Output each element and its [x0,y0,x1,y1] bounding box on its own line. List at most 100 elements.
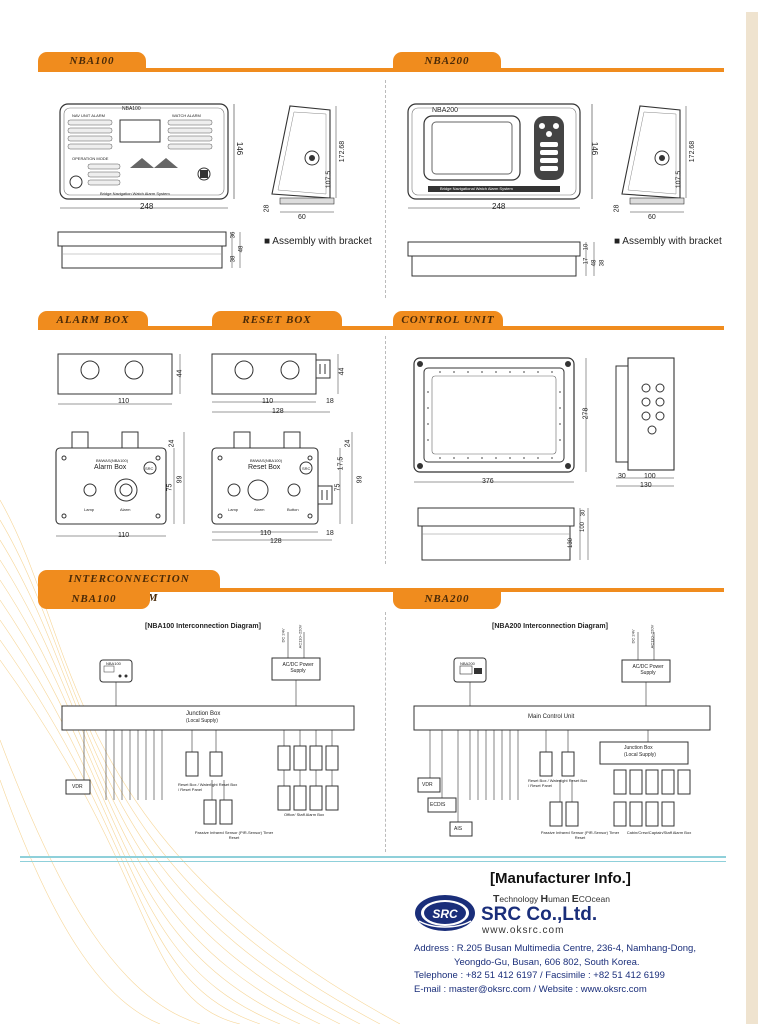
nba100-footer: Bridge Navigation Watch Alarm System [100,191,170,196]
nba100-junction-sub: (Local Supply) [186,718,218,724]
tagline-part-3: COcean [578,894,610,904]
nba100-label-left: NAV UNIT ALARM [72,113,105,118]
reset-box-label-lamp: Lamp [228,507,239,512]
control-unit-dim-30: 30 [618,473,626,480]
reset-box-label-alarm: Alarm [254,507,265,512]
control-unit-dim-100: 100 [644,473,656,480]
control-unit-bottom-dim-100: 100 [580,521,587,533]
email-line: E-mail : master@oksrc.com / Website : ww… [414,983,647,995]
nba100-side-dim-1: 172.68 [339,140,347,163]
nba100-reset-box-label: Reset Box / Waterlight Reset Box / Reset… [178,782,238,792]
nba200-diagram-title: [NBA200 Interconnection Diagram] [492,623,608,630]
control-unit-bottom-drawing [414,504,594,566]
manufacturer-tagline: Technology Human ECOcean [493,893,610,905]
nba100-panel-title: NBA100 [122,106,141,112]
nba100-front-drawing [50,100,240,215]
tagline-letter-h: H [540,893,549,905]
nba200-power-supply: AC/DC Power Supply [632,664,664,676]
nba200-interconnection-drawing [408,630,720,850]
nba100-side-dim-4: 28 [263,204,271,213]
tab-control-unit: CONTROL UNIT [393,311,503,330]
tab-reset-box: RESET BOX [212,311,342,330]
tagline-part-2: uman [548,894,572,904]
reset-box-dim-front-110: 110 [260,530,272,537]
alarm-box-dim-24: 24 [168,439,176,448]
reset-box-dim-99: 99 [356,475,364,484]
control-unit-dim-278: 278 [582,407,590,420]
nba200-bottom-dim-1: 10 [583,243,590,251]
nba200-junction-box: Junction Box [624,745,653,751]
nba100-junction-box: Junction Box [186,711,221,717]
address-line-1: Address : R.205 Busan Multimedia Centre,… [414,943,696,954]
divider-middle [385,336,386,564]
reset-box-badge: SRC [302,466,311,471]
nba200-panel-title: NBA200 [432,107,459,114]
nba200-reset-box-label: Reset Box / Waterlight Reset Box / Reset… [528,778,588,788]
control-unit-bottom-dim-30: 30 [580,509,587,517]
address-line-2: Yeongdo-Gu, Busan, 606 802, South Korea. [454,956,640,968]
tab-interconnection: INTERCONNECTION DIAGRAM [38,570,220,604]
nba100-interconnection-drawing [56,630,366,850]
nba200-side-drawing [612,102,702,222]
nba100-diagram-title: [NBA100 Interconnection Diagram] [145,623,261,630]
control-unit-side-drawing [612,352,692,492]
decorative-waves [0,499,400,1024]
reset-box-dim-110: 110 [262,398,274,405]
nba200-diagram-unit: NBA200 [460,661,475,666]
reset-box-dim-24: 24 [344,439,352,448]
nba200-bottom-drawing [406,238,606,288]
nba100-op-mode: OPERATION MODE [72,156,109,161]
nba100-bottom-drawing [56,228,256,278]
nba100-diagram-unit: NBA100 [106,661,121,666]
nba100-power-dc: DC 24V [280,628,286,643]
control-unit-dim-130: 130 [640,482,652,489]
alarm-box-top-drawing [54,350,194,412]
telephone-line: Telephone : +82 51 412 6197 / Facsimile … [414,970,665,981]
alarm-box-front-drawing [50,428,200,546]
nba200-power-dc: DC 24V [630,629,636,644]
alarm-box-title: Alarm Box [94,464,127,471]
nba100-dim-height: 146 [235,141,245,156]
middle-rule [38,326,724,330]
nba200-footer: Bridge Navigational Watch Alarm System [440,186,513,191]
nba200-vdr: VDR [422,782,433,788]
tab-alarm-box: ALARM BOX [38,311,148,330]
nba100-bottom-dim-1: 36 [230,231,237,239]
teal-rule-2 [20,861,726,862]
reset-box-dim-128: 128 [272,408,284,415]
reset-box-dim-front-128: 128 [270,538,282,545]
nba100-pir-label: Passive Infrared Sensor (PIR-Sensor) Tim… [194,830,274,840]
alarm-box-dim-width: 110 [118,398,130,405]
manufacturer-heading: [Manufacturer Info.] [490,870,631,887]
divider-top [385,80,386,298]
reset-box-dim-front-18: 18 [326,530,334,537]
nba100-vdr: VDR [72,784,83,790]
nba200-pir-label: Passive Infrared Sensor (PIR-Sensor) Tim… [540,830,620,840]
nba100-label-right: WATCH ALARM [172,113,201,118]
nba100-assembly-note: ■ Assembly with bracket [264,236,372,247]
top-rule [38,68,724,72]
alarm-box-label-alarm: Alarm [120,507,131,512]
nba200-side-dim-2: 107.5 [675,170,683,189]
nba200-dim-height: 146 [590,141,600,156]
nba200-side-dim-3: 60 [648,214,656,221]
nba200-power-ac: AC110~220V [649,624,655,649]
nba100-side-dim-2: 107.5 [325,170,333,189]
divider-bottom [385,612,386,852]
teal-rule-1 [20,856,726,858]
nba100-side-drawing [262,102,352,222]
nba200-cabin-label: Cabin/Crew/Captain/Staff Alarm Box [626,830,692,835]
nba100-bottom-dim-2: 48 [238,245,245,253]
tagline-letter-e: E [571,893,579,905]
contact-block: Address : R.205 Busan Multimedia Centre,… [414,942,744,996]
reset-box-label-button: Button [287,507,299,512]
nba200-side-dim-1: 172.68 [689,140,697,163]
nba200-bottom-dim-4: 38 [599,259,606,267]
reset-box-title: Reset Box [248,464,281,471]
tab-nba200-top: NBA200 [393,52,501,71]
alarm-box-label-lamp: Lamp [84,507,95,512]
reset-box-brand: BNWAS(NBA100) [250,458,283,463]
alarm-box-badge: SRC [145,466,154,471]
control-unit-front-drawing [410,352,610,492]
interconnection-rule [38,588,724,592]
